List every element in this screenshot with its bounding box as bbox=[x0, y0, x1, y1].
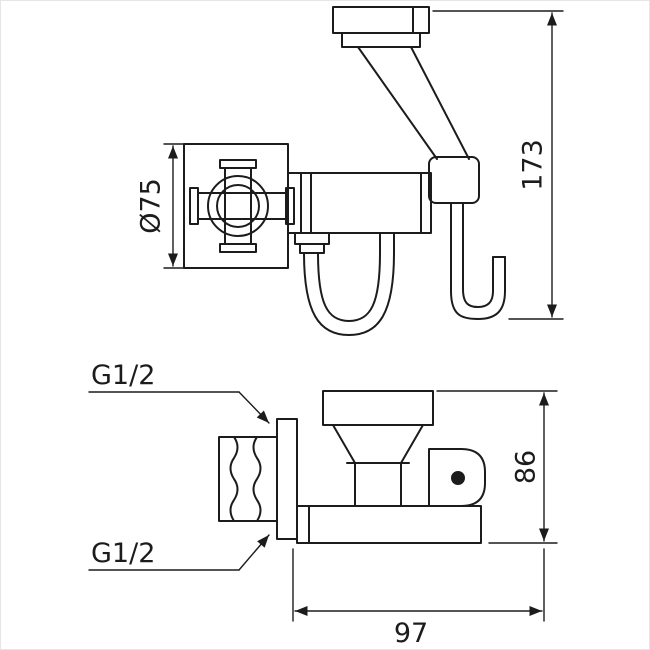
dimension-label-body-height: 86 bbox=[511, 450, 542, 484]
valve-body-side bbox=[296, 505, 482, 544]
cross-handle-bottom-pad bbox=[219, 243, 257, 253]
cross-handle-vertical-bar bbox=[224, 167, 252, 245]
thread-callout-bottom bbox=[88, 534, 270, 571]
control-cap bbox=[322, 390, 434, 426]
holder-cup-side bbox=[428, 448, 486, 507]
side-view bbox=[218, 390, 486, 544]
dim-total-height bbox=[432, 10, 564, 320]
sprayer-handle-right-edge bbox=[410, 46, 470, 160]
thread-wave-1 bbox=[229, 436, 239, 522]
sprayer-holder-cup bbox=[428, 156, 480, 204]
flange-outer-circle bbox=[207, 175, 269, 237]
hose-nut-collar bbox=[299, 243, 325, 254]
leader-arrow bbox=[238, 534, 270, 571]
front-view bbox=[183, 6, 506, 336]
dim-body-height bbox=[436, 390, 558, 544]
thread-wave-2 bbox=[252, 436, 262, 522]
dimension-label-total-height: 173 bbox=[518, 139, 549, 191]
holder-dot bbox=[451, 471, 465, 485]
dimension-label-diameter: Ø75 bbox=[136, 178, 167, 234]
sprayer-handle-left-edge bbox=[357, 46, 438, 160]
cross-handle-right-pad bbox=[285, 187, 295, 225]
thread-label-bottom: G1/2 bbox=[91, 538, 155, 569]
hose-loop-outer bbox=[303, 232, 395, 336]
dim-body-width bbox=[292, 548, 545, 622]
leader-arrow bbox=[238, 391, 270, 424]
thread-label-top: G1/2 bbox=[91, 360, 155, 391]
wall-flange-plate bbox=[183, 143, 289, 269]
wall-plate bbox=[276, 418, 298, 540]
cross-handle-horizontal-bar bbox=[197, 192, 287, 220]
valve-body bbox=[287, 172, 432, 234]
neck-taper-left bbox=[332, 424, 356, 464]
hose-loop-inner bbox=[317, 232, 381, 322]
threaded-nipple bbox=[218, 436, 278, 522]
hose-nut bbox=[294, 232, 330, 245]
bracket-hook-inner bbox=[462, 202, 494, 308]
thread-callout-top bbox=[88, 391, 270, 424]
neck-taper-right bbox=[400, 424, 424, 464]
bracket-hook-outer bbox=[450, 202, 506, 320]
sprayer-head-cap bbox=[341, 32, 421, 48]
cross-handle-left-pad bbox=[189, 187, 199, 225]
dimension-label-body-width: 97 bbox=[394, 618, 428, 649]
cross-handle-top-pad bbox=[219, 159, 257, 169]
sprayer-head-top bbox=[332, 6, 430, 34]
flange-inner-circle bbox=[216, 184, 260, 228]
dim-flange-diameter bbox=[163, 143, 185, 269]
